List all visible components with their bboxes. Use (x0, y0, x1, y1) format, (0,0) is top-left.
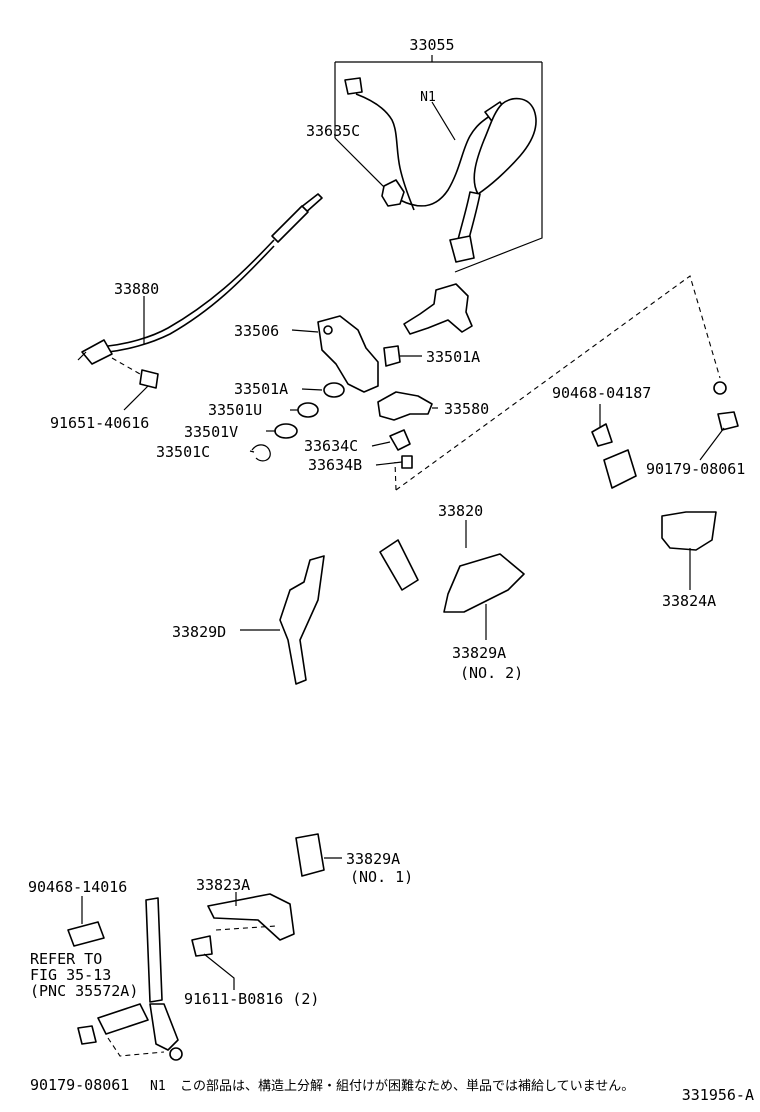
bracket-33824a (661, 511, 717, 551)
footnote-marker: N1 (150, 1079, 166, 1094)
label-33055: 33055 (409, 36, 454, 54)
label-90179-08061-upper: 90179-08061 (646, 460, 745, 478)
label-n1: N1 (420, 90, 436, 105)
label-33829d: 33829D (172, 623, 226, 641)
footnote-text: この部品は、構造上分解・組付けが困難なため、単品では補給していません。 (180, 1078, 634, 1094)
label-33634c: 33634C (304, 437, 358, 455)
bushing-33501a-upper (383, 345, 401, 367)
label-refer-3: (PNC 35572A) (30, 982, 138, 1000)
shift-lever-base (403, 283, 473, 335)
label-33823a: 33823A (196, 876, 250, 894)
label-90468-04187: 90468-04187 (552, 384, 651, 402)
label-33829a-no1-sub: (NO. 1) (350, 868, 413, 886)
screw-33634b (401, 455, 413, 469)
label-33580: 33580 (444, 400, 489, 418)
label-refer-1: REFER TO (30, 950, 102, 968)
bushing-33501a-lower (323, 382, 345, 398)
label-33506: 33506 (234, 322, 279, 340)
clamp-33829a-no1 (295, 833, 325, 877)
label-33829a-no2: 33829A (452, 644, 506, 662)
label-91611-b0816: 91611-B0816 (2) (184, 990, 319, 1008)
figure-id: 331956-A (682, 1086, 754, 1104)
label-90468-14016: 90468-14016 (28, 878, 127, 896)
label-33501a-lower: 33501A (234, 380, 288, 398)
label-33501v: 33501V (184, 423, 238, 441)
bracket-33823a (207, 893, 295, 941)
label-90179-08061-lower: 90179-08061 (30, 1076, 129, 1094)
label-91651-40616: 91651-40616 (50, 414, 149, 432)
nut-90179-upper (717, 411, 739, 431)
label-33880: 33880 (114, 280, 159, 298)
bracket-33506 (317, 315, 379, 393)
label-33501c: 33501C (156, 443, 210, 461)
label-33829a-no2-sub: (NO. 2) (460, 664, 523, 682)
shift-lever-knob (449, 97, 537, 263)
clip-90468-14016 (67, 921, 105, 947)
label-33501u: 33501U (208, 401, 262, 419)
cable-33820 (141, 381, 727, 1061)
cable-33880 (77, 193, 323, 365)
clamp-33829a-no2 (443, 553, 525, 613)
label-33820: 33820 (438, 502, 483, 520)
leader-lines (81, 296, 725, 990)
clip-33501c (251, 444, 271, 462)
bolt-91611-b0816 (191, 935, 213, 957)
link-35572a (97, 1003, 149, 1035)
label-33824a: 33824A (662, 592, 716, 610)
bolt-91651-40616 (111, 357, 159, 389)
ring-33501u (297, 402, 319, 418)
wire-clip-33635c (381, 179, 405, 207)
label-33634b: 33634B (308, 456, 362, 474)
bracket-33829d (279, 555, 325, 685)
clip-90468-04187 (591, 423, 613, 447)
label-33635c: 33635C (306, 122, 360, 140)
label-33829a-no1: 33829A (346, 850, 400, 868)
ring-33501v (274, 423, 298, 439)
bracket-33055 (334, 55, 543, 273)
clip-33634c (389, 429, 411, 451)
label-refer-2: FIG 35-13 (30, 966, 111, 984)
lever-33580 (377, 391, 433, 421)
nut-90179-lower (77, 1025, 165, 1057)
label-33501a-upper: 33501A (426, 348, 480, 366)
assembly-outline (394, 275, 721, 491)
